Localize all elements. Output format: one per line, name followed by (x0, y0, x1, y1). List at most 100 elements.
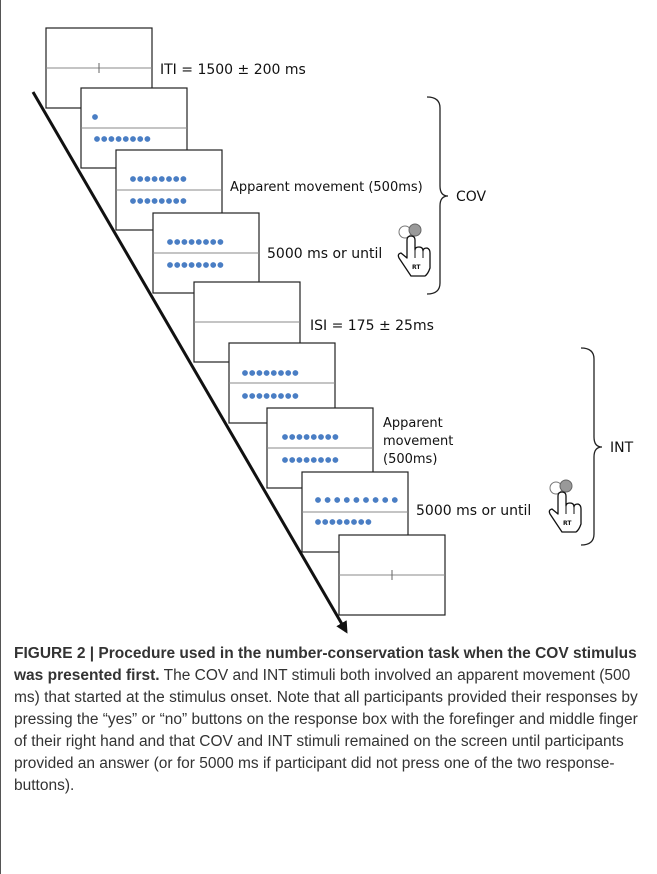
stimulus-dot (318, 457, 324, 463)
label-apparent-movement-cov: Apparent movement (500ms) (230, 180, 423, 195)
stimulus-dot (343, 519, 350, 525)
stimulus-dot (151, 176, 158, 182)
stimulus-dot (365, 519, 372, 525)
dot-row-bottom (242, 393, 299, 399)
dot-row-bottom (282, 457, 339, 463)
stimulus-dot (167, 262, 173, 268)
stimulus-dot (195, 239, 202, 245)
stimulus-dot (263, 393, 270, 399)
dot-row-top (282, 434, 339, 440)
caption-heading: FIGURE 2 | Procedure used in the number-… (14, 645, 637, 684)
bracket-cov: COV (426, 96, 487, 295)
stimulus-dot (144, 176, 151, 182)
stimulus-dot (108, 136, 115, 142)
stimulus-dot (174, 239, 181, 245)
stimulus-dot (173, 198, 180, 204)
stimulus-dot (336, 519, 343, 525)
stimulus-dot (256, 370, 263, 376)
stimulus-dot (289, 434, 296, 440)
stimulus-dot (130, 176, 136, 182)
stimulus-dot (217, 239, 224, 245)
label-isi: ISI = 175 ± 25ms (310, 318, 434, 334)
stimulus-dot (188, 239, 195, 245)
dot-row-top (92, 114, 98, 120)
stimulus-dot (137, 198, 144, 204)
time-arrow (31, 91, 348, 634)
dot-row-top (242, 370, 299, 376)
dot-row-top (167, 239, 224, 245)
stimulus-dot (332, 434, 339, 440)
stimulus-dot (158, 198, 165, 204)
label-response-cov: 5000 ms or until (267, 246, 382, 262)
rt-badge-cov: RT (412, 264, 421, 271)
stimulus-dot (203, 239, 209, 245)
stimulus-dot (296, 434, 303, 440)
stimulus-dot (158, 176, 165, 182)
stimulus-dot (278, 393, 284, 399)
stimulus-dot (188, 262, 195, 268)
label-apparent-movement-int-1: Apparent (383, 416, 443, 431)
stimulus-dot (151, 198, 158, 204)
stimulus-dot (122, 136, 129, 142)
bracket-cov-label: COV (456, 189, 487, 205)
label-iti: ITI = 1500 ± 200 ms (160, 62, 306, 78)
dot-row-top (315, 497, 398, 503)
label-response-int: 5000 ms or until (416, 503, 531, 519)
procedure-diagram: ITI = 1500 ± 200 ms Apparent movement (5… (31, 27, 634, 634)
stimulus-dot (210, 262, 217, 268)
stimulus-dot (166, 176, 172, 182)
stimulus-dot (351, 519, 357, 525)
stimulus-dot (303, 434, 310, 440)
stimulus-dot (180, 176, 187, 182)
stimulus-dot (282, 434, 288, 440)
stimulus-dot (195, 262, 202, 268)
response-button-yes-icon (559, 479, 573, 493)
stimulus-dot (332, 457, 339, 463)
stimulus-dot (180, 198, 187, 204)
caption-body: The COV and INT stimuli both involved an… (14, 667, 638, 794)
stimulus-dot (166, 198, 172, 204)
response-button-yes-icon (408, 223, 422, 237)
stimulus-dot (167, 239, 173, 245)
stimulus-dot (363, 497, 369, 503)
stimulus-dot (391, 497, 398, 503)
stimulus-dot (324, 497, 331, 503)
stimulus-dot (92, 114, 98, 120)
stimulus-dot (278, 370, 284, 376)
screen-cov-response (152, 212, 260, 294)
stimulus-dot (315, 497, 321, 503)
stimulus-dot (270, 393, 277, 399)
stimulus-dot (181, 239, 188, 245)
screen-next-iti (338, 534, 446, 616)
figure-caption: FIGURE 2 | Procedure used in the number-… (14, 643, 646, 797)
stimulus-dot (289, 457, 296, 463)
stimulus-dot (115, 136, 122, 142)
stimulus-dot (310, 434, 317, 440)
stimulus-dot (249, 393, 256, 399)
stimulus-dot (270, 370, 277, 376)
stimulus-dot (137, 136, 144, 142)
stimulus-dot (101, 136, 108, 142)
stimulus-dot (130, 136, 136, 142)
stimulus-dot (181, 262, 188, 268)
stimulus-dot (249, 370, 256, 376)
label-apparent-movement-int-3: (500ms) (383, 452, 437, 467)
stimulus-dot (242, 370, 248, 376)
dot-row-bottom (315, 519, 372, 525)
stimulus-dot (144, 136, 151, 142)
stimulus-dot (174, 262, 181, 268)
page-left-border (0, 0, 1, 874)
rt-badge-int: RT (563, 520, 572, 527)
stimulus-dot (372, 497, 379, 503)
label-apparent-movement-int-2: movement (383, 434, 453, 449)
stimulus-dot (263, 370, 270, 376)
stimulus-dot (203, 262, 209, 268)
stimulus-dot (210, 239, 217, 245)
stimulus-dot (292, 393, 299, 399)
stimulus-dot (173, 176, 180, 182)
stimulus-dot (282, 457, 288, 463)
stimulus-dot (144, 198, 151, 204)
stimulus-dot (242, 393, 248, 399)
stimulus-dot (292, 370, 299, 376)
stimulus-dot (322, 519, 329, 525)
